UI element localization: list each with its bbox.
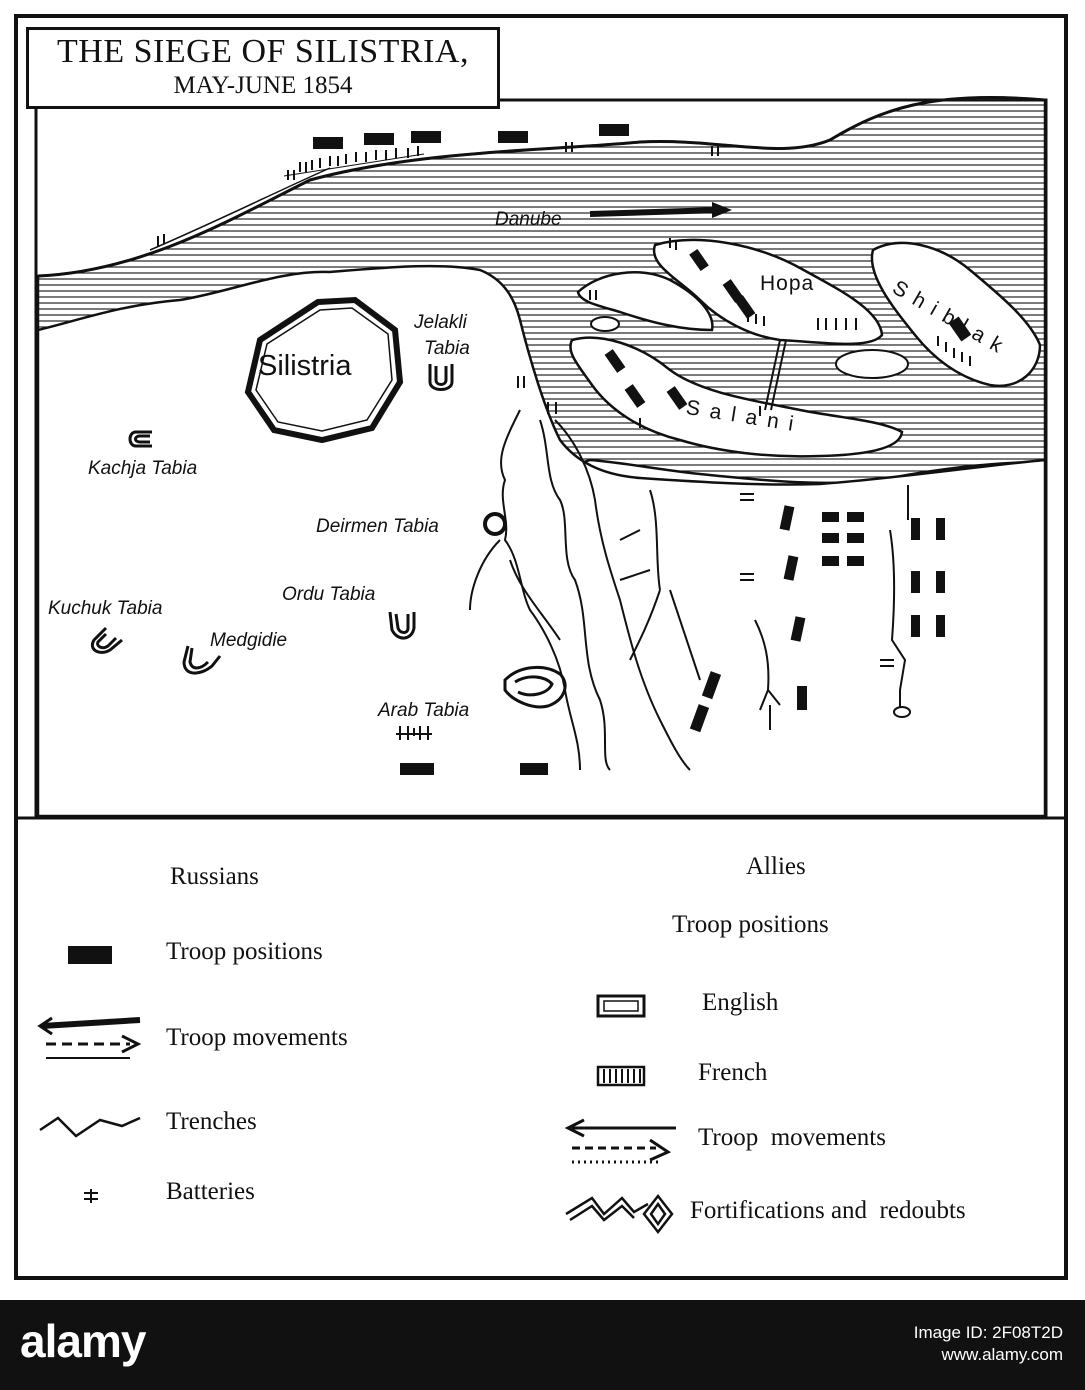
legend-english-swatch-inner	[603, 1000, 639, 1012]
title-box: THE SIEGE OF SILISTRIA, MAY-JUNE 1854	[26, 27, 500, 109]
allied-batteries-south	[517, 376, 894, 667]
watermark-logo: alamy	[20, 1315, 146, 1367]
kuchuk-redoubt	[91, 626, 123, 654]
map-subtitle: MAY-JUNE 1854	[173, 72, 353, 99]
legend-russian-troop-movements: Troop movements	[166, 1024, 348, 1051]
russian-batteries-north	[157, 142, 719, 246]
danube-arrow-head	[712, 202, 732, 218]
legend-fortifications: Fortifications and redoubts	[690, 1197, 966, 1224]
deirmen-redoubt	[483, 512, 507, 536]
legend-french-stripes	[603, 1069, 641, 1083]
label-kachja-tabia: Kachja Tabia	[88, 458, 198, 479]
russian-batteries-islands	[589, 238, 971, 428]
bridge-line-2	[770, 339, 787, 411]
island-tiny-1	[590, 316, 620, 332]
island-tiny-2	[835, 349, 909, 379]
medgidie-redoubt	[182, 645, 222, 675]
russian-troops-north	[313, 124, 629, 149]
map-sheet: THE SIEGE OF SILISTRIA, MAY-JUNE 1854 Da…	[14, 14, 1068, 1280]
legend-english-swatch	[596, 994, 646, 1018]
legend-fortification-icon	[565, 1193, 674, 1235]
arab-tabia-fort	[503, 665, 567, 709]
ordu-redoubt	[388, 611, 416, 640]
label-deirmen-tabia: Deirmen Tabia	[316, 516, 439, 537]
silistria-fortress-inner	[255, 307, 393, 432]
legend-russian-troop-positions: Troop positions	[166, 938, 323, 965]
legend-french: French	[698, 1059, 768, 1086]
legend-english: English	[702, 989, 779, 1016]
legend-batteries: Batteries	[166, 1178, 255, 1205]
watermark-image-id: Image ID: 2F08T2D	[913, 1323, 1063, 1342]
island-shiblak	[870, 241, 1042, 388]
label-danube: Danube	[495, 209, 562, 230]
danube-north-bank-2	[149, 167, 331, 251]
redoubts	[91, 364, 454, 675]
label-medgidie: Medgidie	[210, 630, 288, 651]
map-title: THE SIEGE OF SILISTRIA,	[57, 33, 469, 70]
watermark-site: www.alamy.com	[941, 1345, 1063, 1364]
watermark-bar: alamy Image ID: 2F08T2D www.alamy.com	[0, 1300, 1085, 1390]
kachja-redoubt	[128, 430, 152, 448]
label-ordu-tabia: Ordu Tabia	[282, 584, 376, 605]
danube-north-bank	[37, 95, 1046, 278]
silistria-fortress	[244, 296, 404, 444]
legend-trenches: Trenches	[166, 1108, 257, 1135]
danube-arrow	[589, 207, 721, 217]
outer-frame	[14, 14, 1068, 1280]
russian-batteries-arab	[396, 726, 432, 740]
label-silistria: Silistria	[258, 350, 352, 382]
label-jelakli-tabia: Tabia	[424, 338, 470, 359]
bridge-line-1	[764, 339, 781, 411]
map-drawing	[14, 14, 1068, 1280]
legend-allies-troop-positions: Troop positions	[672, 911, 829, 938]
legend-battery-icon	[84, 1189, 98, 1203]
russian-troops-islands	[604, 248, 972, 410]
watermark-id: Image ID: 2F08T2D www.alamy.com	[914, 1322, 1063, 1366]
legend-trench-icon	[39, 1116, 141, 1138]
legend-allied-movement-icon	[564, 1118, 676, 1164]
legend-russians-heading: Russians	[170, 863, 259, 890]
label-hopa: Hopa	[760, 272, 815, 295]
jelakli-redoubt	[428, 364, 454, 391]
redoubt-small	[893, 706, 911, 718]
legend-allies-heading: Allies	[746, 853, 806, 880]
legend-allied-troop-movements: Troop movements	[698, 1124, 886, 1151]
island-small-west	[576, 271, 714, 332]
russian-troops-south	[400, 505, 945, 775]
label-jelakli: Jelakli	[414, 312, 467, 333]
legend-russian-movement-icon	[37, 1016, 142, 1059]
legend-russian-troop-swatch	[68, 946, 112, 964]
island-salani	[569, 336, 904, 458]
label-arab-tabia: Arab Tabia	[378, 700, 470, 721]
label-kuchuk-tabia: Kuchuk Tabia	[48, 598, 163, 619]
russian-trenches	[469, 409, 909, 771]
